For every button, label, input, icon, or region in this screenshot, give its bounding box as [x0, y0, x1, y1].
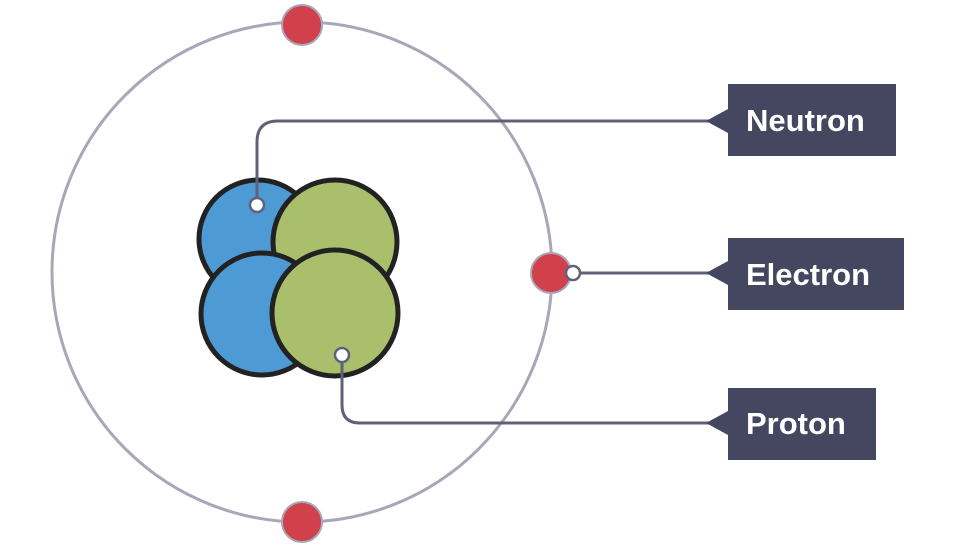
electron-label: Electron: [706, 238, 904, 310]
nucleus: [196, 177, 401, 379]
proton-particle: [269, 247, 401, 379]
proton-label-box: [706, 388, 876, 460]
neutron-pointer-dot: [248, 196, 266, 214]
electron-label-box: [706, 238, 904, 310]
neutron-leader-line: [255, 119, 712, 205]
proton-leader-line: [340, 355, 712, 425]
electron-particle: [281, 4, 323, 46]
electron-particle: [281, 501, 323, 543]
proton-label: Proton: [706, 388, 876, 460]
neutron-label-box: [706, 84, 896, 156]
proton-pointer-dot: [333, 346, 351, 364]
neutron-label: Neutron: [706, 84, 896, 156]
electron-label-text: Electron: [746, 257, 870, 292]
electron-pointer-dot: [564, 264, 582, 282]
proton-label-text: Proton: [746, 406, 846, 441]
neutron-label-text: Neutron: [746, 103, 865, 138]
